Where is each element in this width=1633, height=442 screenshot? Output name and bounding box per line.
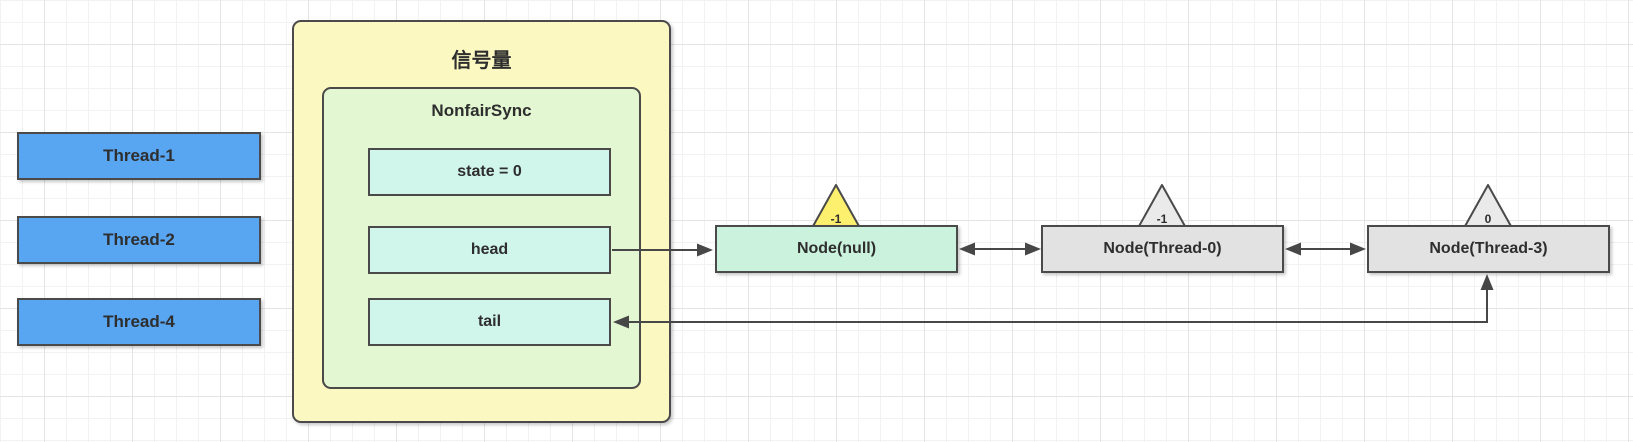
wait-status-value: -1 — [831, 212, 842, 226]
nonfairsync-title: NonfairSync — [431, 101, 532, 120]
head-field-box: head — [368, 226, 611, 274]
thread-label: Thread-1 — [103, 146, 175, 165]
state-field-box: state = 0 — [368, 148, 611, 196]
thread-box-1: Thread-1 — [17, 132, 261, 180]
queue-node-thread-3: Node(Thread-3) — [1367, 225, 1610, 273]
thread-label: Thread-2 — [103, 230, 175, 249]
connector-tail-node-thread-3 — [613, 274, 1494, 329]
thread-box-2: Thread-2 — [17, 216, 261, 264]
thread-box-4: Thread-4 — [17, 298, 261, 346]
tail-field-label: tail — [477, 313, 502, 330]
connector-node-thread-0-node-thread-3 — [1285, 242, 1366, 256]
queue-node-label: Node(null) — [796, 240, 877, 257]
queue-node-label: Node(Thread-0) — [1103, 240, 1222, 257]
head-field-label: head — [470, 241, 509, 258]
wait-status-badge-triangle: 0 — [1463, 184, 1513, 229]
wait-status-value: 0 — [1485, 212, 1492, 226]
state-field-label: state = 0 — [457, 163, 522, 180]
thread-label: Thread-4 — [103, 312, 175, 331]
wait-status-value: -1 — [1157, 212, 1168, 226]
wait-status-badge-triangle: -1 — [1137, 184, 1187, 229]
queue-node-thread-0: Node(Thread-0) — [1041, 225, 1284, 273]
connector-node-null-node-thread-0 — [959, 242, 1041, 256]
wait-status-badge-triangle: -1 — [811, 184, 861, 229]
semaphore-title: 信号量 — [451, 50, 512, 72]
queue-node-label: Node(Thread-3) — [1429, 240, 1548, 257]
tail-field-box: tail — [368, 298, 611, 346]
queue-node-head: Node(null) — [715, 225, 958, 273]
